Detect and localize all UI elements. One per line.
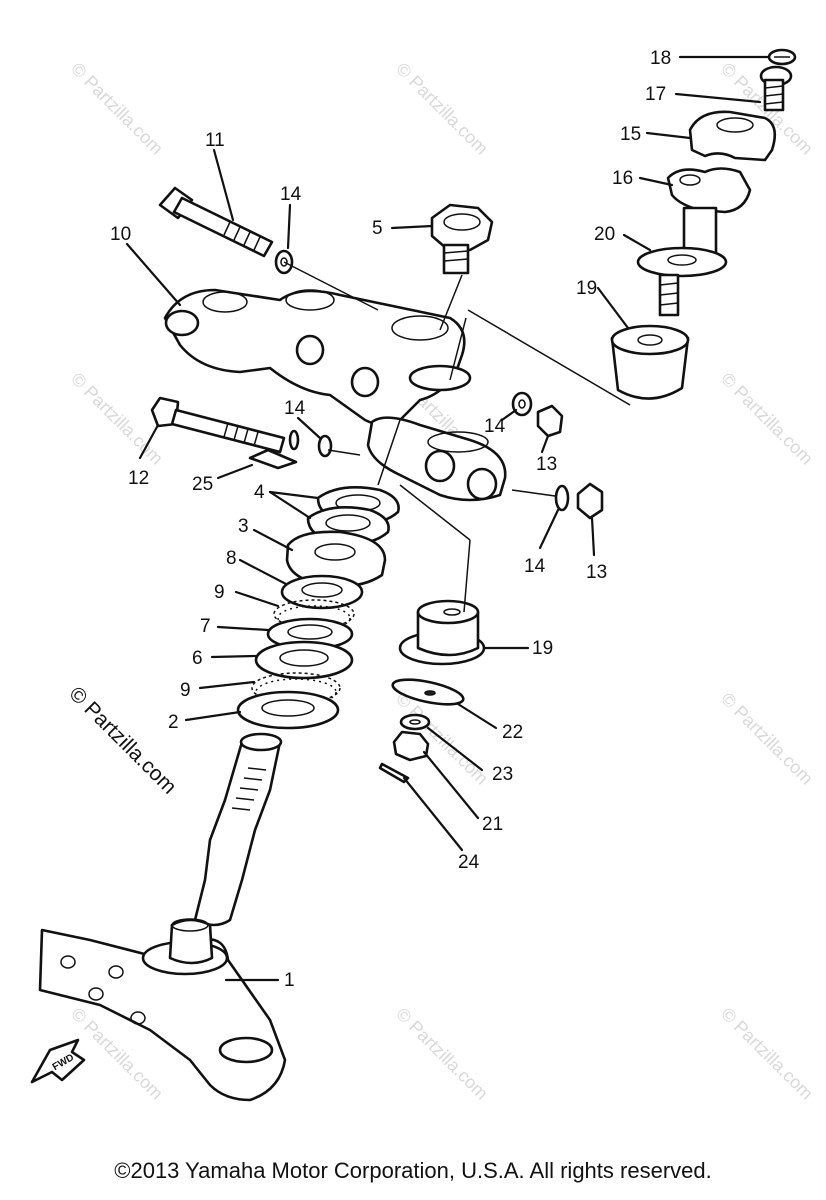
callout-10: 10	[110, 224, 131, 245]
part-17-bolt	[759, 65, 793, 112]
watermark: © Partzilla.com	[392, 1004, 492, 1104]
assembly-lines	[283, 261, 631, 613]
callout-6: 6	[192, 648, 203, 669]
callout-7: 7	[200, 616, 211, 637]
part-10-clamp-block	[366, 416, 507, 502]
callout-9: 9	[180, 680, 191, 701]
callout-14: 14	[284, 398, 306, 419]
watermark: © Partzilla.com	[67, 59, 167, 159]
callout-5: 5	[372, 218, 383, 239]
part-1-under-bracket	[38, 918, 287, 1102]
callout-24: 24	[458, 852, 480, 873]
part-22-washer	[391, 678, 465, 706]
watermark: © Partzilla.com	[717, 1004, 817, 1104]
callout-14: 14	[524, 556, 546, 577]
part-23-lock-washer	[399, 713, 431, 731]
callout-19: 19	[532, 638, 553, 659]
callout-14: 14	[280, 184, 302, 205]
part-14-washer	[511, 391, 533, 417]
copyright-footer: ©2013 Yamaha Motor Corporation, U.S.A. A…	[114, 1158, 712, 1183]
watermark: © Partzilla.com	[392, 59, 492, 159]
callout-22: 22	[502, 722, 523, 743]
part-13-nut	[536, 404, 564, 438]
part-19-damper-lower	[398, 599, 486, 666]
callout-13: 13	[586, 562, 607, 583]
watermark: © Partzilla.com	[717, 369, 817, 469]
watermark-dark: © Partzilla.com	[64, 682, 180, 798]
part-15-handlebar-holder-upper	[688, 110, 777, 162]
part-14-washer	[288, 429, 333, 458]
watermark: © Partzilla.com	[67, 369, 167, 469]
callout-4: 4	[254, 482, 265, 503]
part-18-screw	[767, 48, 797, 66]
callout-8: 8	[226, 548, 237, 569]
part-6-race	[254, 640, 354, 680]
part-19-damper-upper	[610, 324, 690, 400]
steering-parts-diagram: © Partzilla.com © Partzilla.com © Partzi…	[30, 48, 817, 1104]
watermark: © Partzilla.com	[717, 689, 817, 789]
steering-stem	[193, 732, 283, 927]
callout-14: 14	[484, 416, 506, 437]
part-5-crown-bolt	[430, 203, 494, 275]
part-20-washer	[636, 246, 728, 278]
part-13-nut	[576, 482, 604, 520]
callout-21: 21	[482, 814, 503, 835]
leader-lines	[125, 55, 770, 982]
callout-15: 15	[620, 124, 641, 145]
callout-2: 2	[168, 712, 179, 733]
callout-1: 1	[284, 970, 295, 991]
part-2-race	[236, 690, 340, 730]
part-21-nut	[392, 730, 430, 762]
callout-17: 17	[645, 84, 666, 105]
callout-9: 9	[214, 582, 225, 603]
callout-13: 13	[536, 454, 557, 475]
part-8-race	[280, 574, 364, 610]
callout-3: 3	[238, 516, 249, 537]
part-12-bolt	[150, 396, 286, 454]
part-16-handlebar-holder-lower	[666, 167, 752, 262]
part-11-bolt	[158, 186, 274, 258]
part-10-upper-bracket	[163, 288, 472, 427]
part-24-cotter-pin	[378, 762, 410, 784]
callout-labels: 18 17 15 16 20 19 11 14 5 10 14 13 14 12…	[110, 48, 671, 991]
callout-12: 12	[128, 468, 149, 489]
callout-16: 16	[612, 168, 633, 189]
callout-25: 25	[192, 474, 213, 495]
part-16-stud	[658, 273, 680, 317]
part-14-washer	[554, 484, 570, 512]
callout-18: 18	[650, 48, 671, 69]
callout-20: 20	[594, 224, 615, 245]
part-25-clip	[248, 448, 298, 470]
callout-11: 11	[205, 130, 225, 151]
callout-23: 23	[492, 764, 513, 785]
callout-19: 19	[576, 278, 597, 299]
fwd-arrow-icon: FWD	[30, 1038, 86, 1084]
